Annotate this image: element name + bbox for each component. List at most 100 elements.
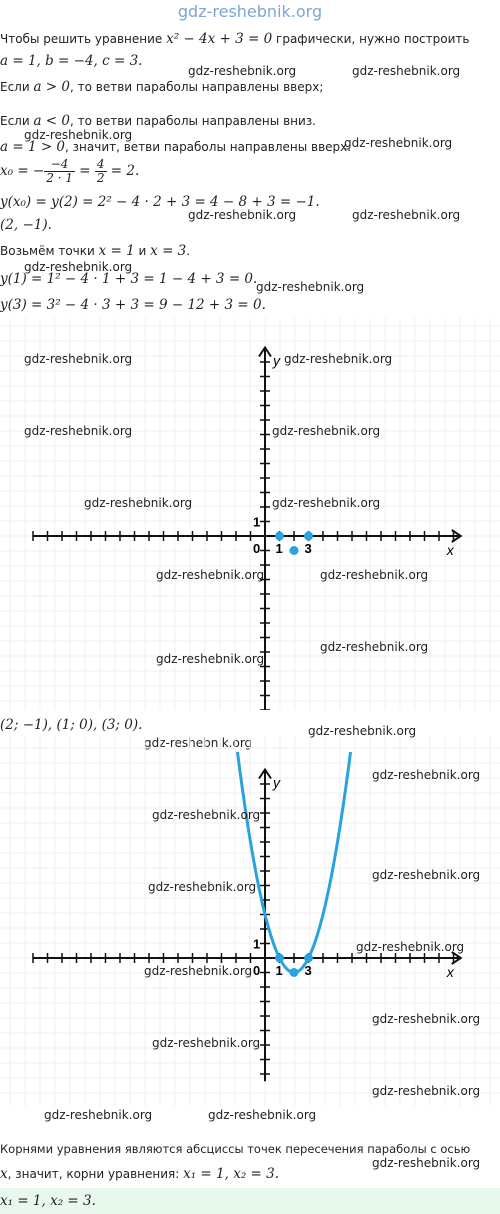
watermark: gdz-reshebnik.org	[308, 724, 417, 738]
rule-up-text: Если	[0, 80, 34, 94]
roots-text-mid: , значит, корни уравнения:	[7, 1167, 184, 1181]
watermark: gdz-reshebnik.org	[148, 880, 257, 894]
x0-equals: =	[74, 163, 95, 179]
watermark: gdz-reshebnik.org	[84, 496, 193, 510]
y-axis-label: y	[272, 775, 281, 791]
watermark: gdz-reshebnik.org	[372, 1012, 481, 1026]
take-text: Возьмём точки	[0, 244, 99, 258]
rule-down-text-end: , то ветви параболы направлены вниз.	[70, 114, 316, 128]
data-point	[304, 531, 313, 541]
watermark: gdz-reshebnik.org	[24, 260, 133, 274]
watermark: gdz-reshebnik.org	[44, 1108, 153, 1122]
fraction-numerator: 4	[94, 157, 107, 172]
y-axis-arrow	[258, 345, 272, 358]
watermark: gdz-reshebnik.org	[208, 1108, 317, 1122]
watermark: gdz-reshebnik.org	[356, 940, 465, 954]
origin-label: 0	[253, 963, 260, 978]
y-one-label: 1	[253, 937, 260, 952]
roots-values: x₁ = 1, x₂ = 3.	[183, 1166, 280, 1182]
x-one-label: 1	[276, 541, 283, 556]
data-point	[275, 531, 284, 541]
watermark: gdz-reshebnik.org	[188, 64, 297, 78]
take-x3: x = 3	[150, 243, 187, 259]
y3-formula: y(3) = 3² − 4 · 3 + 3 = 9 − 12 + 3 = 0.	[0, 297, 266, 313]
watermark: gdz-reshebnik.org	[344, 136, 453, 150]
take-and: и	[134, 244, 151, 258]
coefficients: a = 1, b = −4, c = 3.	[0, 53, 143, 69]
watermark: gdz-reshebnik.org	[144, 736, 253, 750]
watermark: gdz-reshebnik.org	[320, 640, 429, 654]
x-three-label: 3	[305, 541, 312, 556]
watermark: gdz-reshebnik.org	[320, 568, 429, 582]
x0-end: = 2.	[106, 163, 140, 179]
y-one-label: 1	[253, 515, 260, 530]
watermark: gdz-reshebnik.org	[272, 424, 381, 438]
site-title[interactable]: gdz-reshebnik.org	[177, 2, 323, 21]
watermark: gdz-reshebnik.org	[372, 768, 481, 782]
roots-text: Корнями уравнения являются абсциссы точе…	[0, 1142, 471, 1156]
take-points: Возьмём точки x = 1 и x = 3.	[0, 242, 190, 260]
vertex-y-formula: y(x₀) = y(2) = 2² − 4 · 2 + 3 = 4 − 8 + …	[0, 194, 320, 210]
roots-axis: x	[0, 1166, 8, 1182]
watermark: gdz-reshebnik.org	[156, 652, 265, 666]
answer-text: x₁ = 1, x₂ = 3.	[0, 1193, 96, 1209]
x-three-label: 3	[305, 963, 312, 978]
answer-box: x₁ = 1, x₂ = 3.	[0, 1188, 500, 1214]
rule-up: Если a > 0, то ветви параболы направлены…	[0, 78, 323, 96]
watermark: gdz-reshebnik.org	[144, 964, 253, 978]
conclusion-equation: a = 1 > 0	[0, 139, 66, 155]
rule-down: Если a < 0, то ветви параболы направлены…	[0, 112, 316, 130]
x-axis-label: x	[446, 964, 455, 980]
x0-left: x₀ = −	[0, 163, 45, 179]
watermark: gdz-reshebnik.org	[188, 208, 297, 222]
watermark: gdz-reshebnik.org	[256, 280, 365, 294]
intro-text-end: графически, нужно построить	[272, 32, 470, 46]
watermark: gdz-reshebnik.org	[352, 64, 461, 78]
watermark: gdz-reshebnik.org	[24, 128, 133, 142]
fraction-numerator: −4	[44, 158, 75, 172]
fraction-denominator: 2 · 1	[46, 171, 73, 185]
y-axis-arrow	[258, 767, 272, 780]
x-axis-label: x	[446, 542, 455, 558]
watermark: gdz-reshebnik.org	[284, 352, 393, 366]
take-x1: x = 1	[98, 243, 135, 259]
rule-down-text: Если	[0, 114, 34, 128]
roots-conclusion: x, значит, корни уравнения: x₁ = 1, x₂ =…	[0, 1165, 279, 1183]
x-one-label: 1	[276, 963, 283, 978]
points-list: (2; −1), (1; 0), (3; 0).	[0, 717, 143, 733]
data-point	[289, 968, 299, 977]
data-point	[275, 953, 284, 963]
watermark: gdz-reshebnik.org	[152, 1036, 261, 1050]
rule-up-text-end: , то ветви параболы направлены вверх;	[70, 80, 324, 94]
intro-text: Чтобы решить уравнение	[0, 32, 167, 46]
watermark: gdz-reshebnik.org	[352, 208, 461, 222]
rule-up-equation: a > 0	[33, 79, 71, 95]
conclusion: a = 1 > 0, значит, ветви параболы направ…	[0, 138, 351, 156]
data-point	[289, 546, 299, 555]
watermark: gdz-reshebnik.org	[372, 868, 481, 882]
x-axis-arrow	[451, 951, 463, 965]
y-axis-label: y	[272, 353, 281, 369]
take-dot: .	[186, 244, 191, 258]
origin-label: 0	[253, 541, 260, 556]
watermark: gdz-reshebnik.org	[152, 808, 261, 822]
watermark: gdz-reshebnik.org	[24, 352, 133, 366]
watermark: gdz-reshebnik.org	[372, 1156, 481, 1170]
conclusion-text: , значит, ветви параболы направлены ввер…	[65, 140, 352, 154]
y1-formula: y(1) = 1² − 4 · 1 + 3 = 1 − 4 + 3 = 0.	[0, 271, 258, 287]
rule-down-equation: a < 0	[33, 113, 71, 129]
intro-equation: x² − 4x + 3 = 0	[166, 31, 273, 47]
watermark: gdz-reshebnik.org	[156, 568, 265, 582]
watermark: gdz-reshebnik.org	[372, 1084, 481, 1098]
points-graph: x y 0 1 1 3	[0, 318, 500, 710]
parabola-graph: x y 0 1 1 3	[0, 736, 500, 1106]
data-point	[304, 953, 313, 963]
vertex-point: (2, −1).	[0, 217, 52, 233]
watermark: gdz-reshebnik.org	[24, 424, 133, 438]
fraction-denominator: 2	[96, 171, 105, 185]
x-axis-arrow	[451, 529, 463, 543]
intro-line: Чтобы решить уравнение x² − 4x + 3 = 0 г…	[0, 30, 469, 48]
